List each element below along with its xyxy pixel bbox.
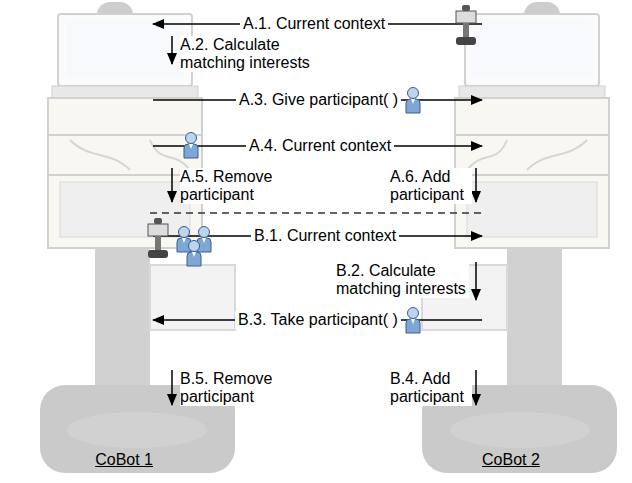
message-label: B.1. Current context <box>251 227 399 245</box>
robot-node: CoBot 2 <box>482 0 627 483</box>
step-arrow <box>171 370 173 405</box>
step-label: B.4. Add participant <box>390 370 472 406</box>
step-arrow <box>475 168 477 202</box>
step-arrow <box>475 262 477 300</box>
robot-name: CoBot 2 <box>482 451 540 469</box>
participant-icon <box>184 133 198 159</box>
message-label: A.1. Current context <box>240 15 388 33</box>
step-arrow <box>171 168 173 202</box>
step-label: A.2. Calculate matching interests <box>180 36 330 72</box>
step-arrow <box>475 370 477 405</box>
step-label: B.2. Calculate matching interests <box>336 262 469 298</box>
robot-icon <box>148 218 168 258</box>
participant-icon <box>406 308 420 334</box>
step-label: A.5. Remove participant <box>180 168 285 204</box>
robot-name: CoBot 1 <box>95 451 153 469</box>
participant-icon <box>406 88 420 114</box>
step-label: A.6. Add participant <box>390 168 472 204</box>
participant-icon <box>187 241 201 267</box>
message-label: A.3. Give participant( ) <box>236 91 401 109</box>
step-label: B.5. Remove participant <box>180 370 285 406</box>
message-label: A.4. Current context <box>246 137 394 155</box>
message-label: B.3. Take participant( ) <box>235 311 401 329</box>
phase-divider <box>150 212 485 214</box>
robot-node: CoBot 1 <box>5 0 153 483</box>
robot-icon <box>456 5 476 45</box>
step-arrow <box>171 36 173 64</box>
